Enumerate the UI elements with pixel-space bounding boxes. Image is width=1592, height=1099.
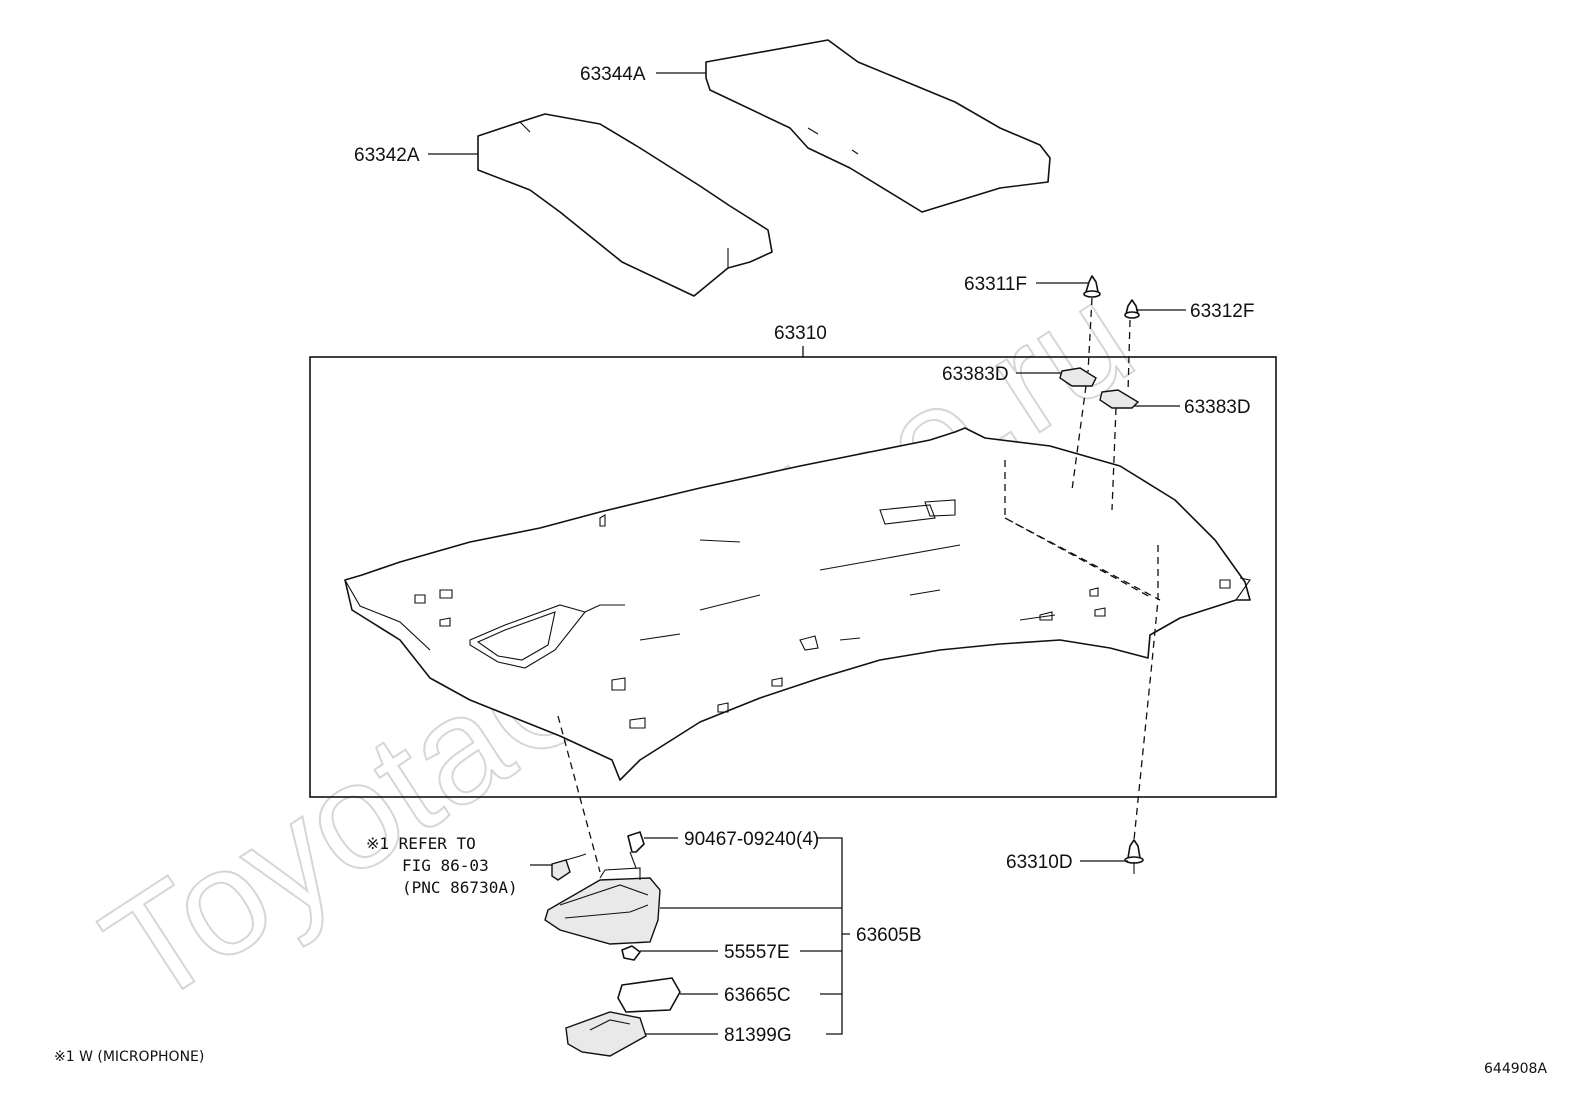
pad-63342a[interactable] [477,113,773,297]
label-90467: 90467-09240(4) [684,829,819,850]
label-63344a: 63344A [580,64,646,85]
label-63310d: 63310D [1006,852,1073,873]
install-line-63312f [1111,319,1131,511]
lamp-assembly-63605b[interactable] [544,867,661,945]
headliner-63310[interactable] [344,427,1251,781]
headliner-reference-box [1004,460,1161,601]
label-63310: 63310 [774,323,827,344]
microphone-w[interactable] [551,853,587,881]
pad-63383d-right[interactable] [1099,389,1140,409]
label-63383d-left: 63383D [942,364,1009,385]
label-63383d-right: 63383D [1184,397,1251,418]
screw-90467[interactable] [627,831,645,869]
install-line-lamp [557,715,601,873]
figure-code: 644908A [1484,1061,1547,1077]
pad-63383d-left[interactable] [1059,367,1097,387]
label-55557e: 55557E [724,942,790,963]
label-63342a: 63342A [354,145,420,166]
label-63605b: 63605B [856,925,922,946]
clip-63312f[interactable] [1124,299,1140,319]
label-63665c: 63665C [724,985,791,1006]
note-line-3: (PNC 86730A) [402,878,518,897]
install-line-63311f [1071,297,1093,491]
label-63311f: 63311F [964,274,1027,295]
clip-63311f[interactable] [1083,275,1101,298]
housing-81399g[interactable] [565,1011,647,1057]
install-line-63310d [1133,545,1159,841]
clip-63310d[interactable] [1124,839,1144,874]
pad-63344a[interactable] [705,39,1051,213]
leader-63605b-bracket [660,837,850,1035]
headliner-frame [309,356,1277,798]
footnote: ※1 W (MICROPHONE) [54,1049,204,1065]
note-line-2: FIG 86-03 [402,856,489,875]
label-81399g: 81399G [724,1025,792,1046]
label-63312f: 63312F [1190,301,1254,322]
lens-63665c[interactable] [617,977,681,1013]
note-line-1: ※1 REFER TO [366,834,476,853]
bulb-55557e[interactable] [621,945,641,961]
